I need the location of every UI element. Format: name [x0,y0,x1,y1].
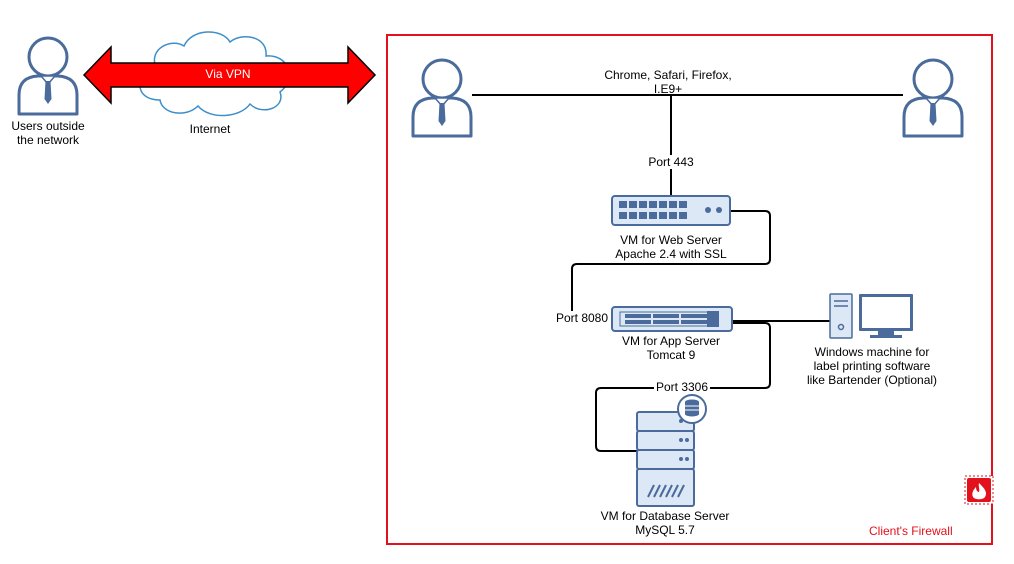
web-to-app-line [571,210,771,312]
desktop-computer-icon [829,293,913,339]
db-server-label: VM for Database Server MySQL 5.7 [600,509,730,537]
firewall-icon [964,475,994,505]
browsers-label: Chrome, Safari, Firefox, I.E9+ [604,68,732,96]
user-icon [901,55,965,139]
database-server-icon [636,411,695,507]
vpn-label: Via VPN [205,67,251,81]
web-server-label: VM for Web Server Apache 2.4 with SSL [615,233,727,261]
firewall-boundary [386,34,993,545]
port-3306-label: Port 3306 [653,380,711,394]
double-arrow-icon [82,45,377,105]
user-icon [410,55,474,139]
windows-machine-label: Windows machine for label printing softw… [806,345,938,387]
firewall-label: Client's Firewall [869,524,953,538]
server-icon [611,306,733,332]
switch-icon [611,195,731,226]
app-server-label: VM for App Server Tomcat 9 [621,334,721,362]
outside-users-label: Users outside the network [11,119,85,147]
port-8080-label: Port 8080 [553,311,611,325]
database-badge-icon [677,394,707,424]
user-icon [16,33,80,117]
internet-label: Internet [189,122,231,136]
port-443-label: Port 443 [646,155,696,169]
